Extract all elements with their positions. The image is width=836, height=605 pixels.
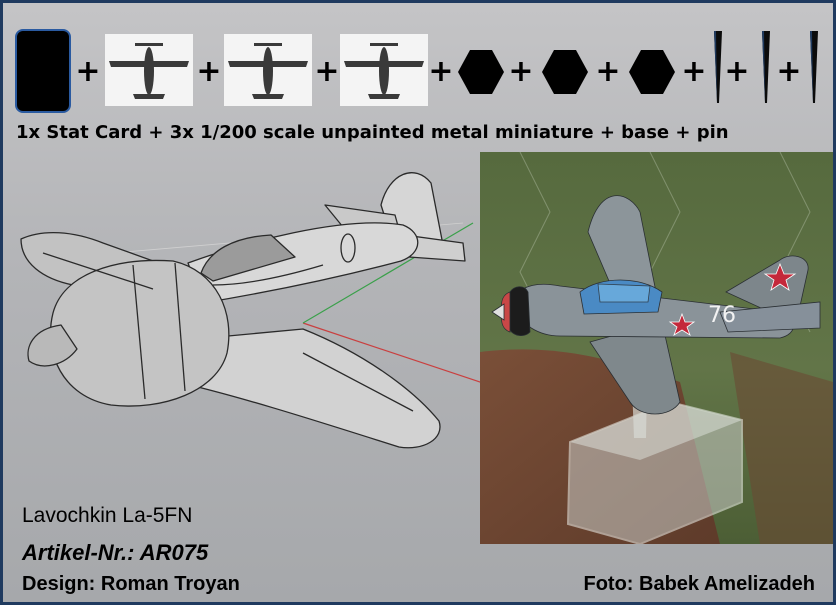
- tail-number: 76: [708, 303, 736, 328]
- plus-sign: +: [724, 54, 750, 89]
- contents-caption: 1x Stat Card + 3x 1/200 scale unpainted …: [16, 122, 729, 143]
- plus-sign: +: [314, 54, 340, 89]
- aircraft-silhouette-icon: [105, 34, 193, 106]
- contents-strip: + + +: [3, 3, 833, 118]
- pin-icon: [810, 31, 818, 103]
- stat-card-icon: [15, 29, 71, 113]
- plus-sign: +: [595, 54, 621, 89]
- plus-sign: +: [508, 54, 534, 89]
- plus-sign: +: [196, 54, 222, 89]
- designer-credit: Design: Roman Troyan: [22, 573, 240, 595]
- hexagon-base-icon: [458, 50, 504, 94]
- aircraft-silhouette-icon: [224, 34, 312, 106]
- plus-sign: +: [428, 54, 454, 89]
- plus-sign: +: [75, 54, 101, 89]
- hexagon-base-icon: [629, 50, 675, 94]
- plus-sign: +: [776, 54, 802, 89]
- hexagon-base-icon: [542, 50, 588, 94]
- photo-credit: Foto: Babek Amelizadeh: [583, 573, 815, 595]
- aircraft-silhouette-icon: [340, 34, 428, 106]
- plus-sign: +: [681, 54, 707, 89]
- pin-icon: [714, 31, 722, 103]
- painted-miniature-photo: 76: [480, 152, 833, 544]
- aircraft-3d-render: [20, 172, 483, 449]
- article-number: Artikel-Nr.: AR075: [22, 540, 209, 565]
- product-name: Lavochkin La-5FN: [22, 504, 193, 527]
- pin-icon: [762, 31, 770, 103]
